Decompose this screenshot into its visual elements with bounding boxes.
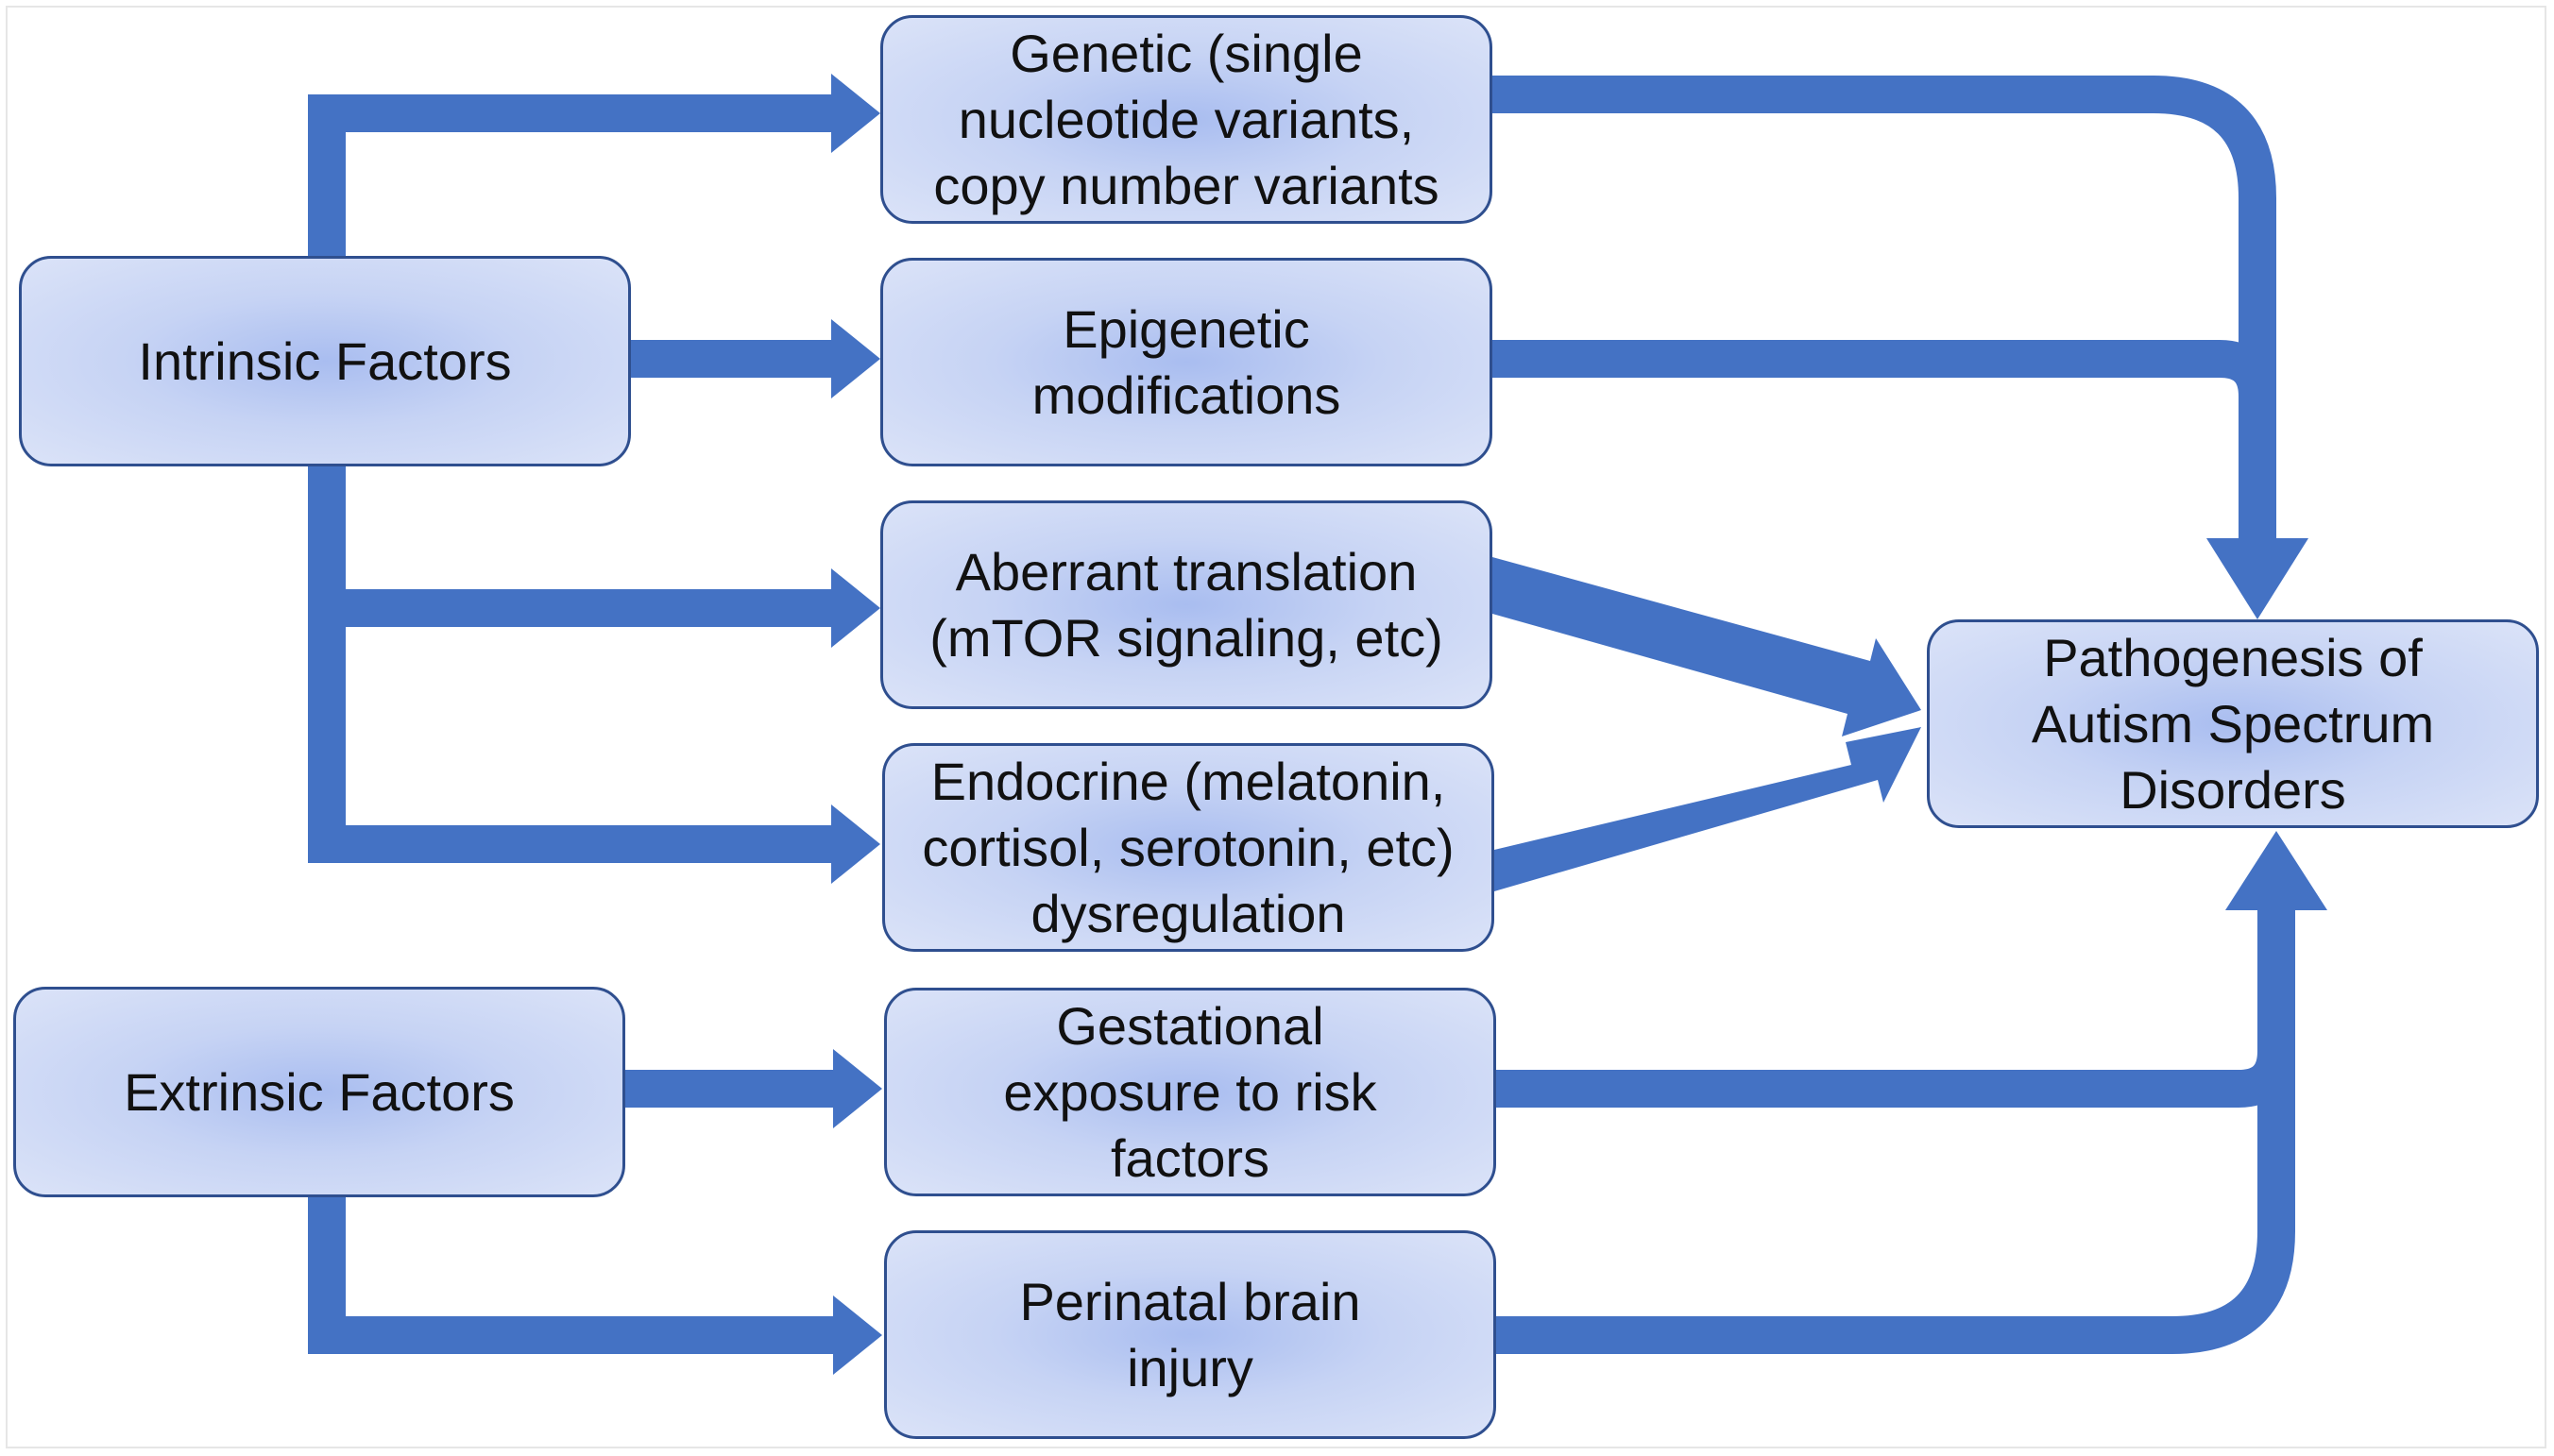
arrow-genetic-to-pathogenesis (1492, 76, 2276, 538)
node-aberrant-label: Aberrant translation (mTOR signaling, et… (929, 541, 1443, 668)
arrow-gestational-to-pathogenesis (1496, 1049, 2295, 1108)
arrowhead-up-pathogenesis (2225, 831, 2327, 910)
arrow-perinatal-to-pathogenesis (1496, 906, 2295, 1354)
node-pathogenesis-label: Pathogenesis of Autism Spectrum Disorder… (2031, 627, 2435, 820)
node-endocrine-label: Endocrine (melatonin, cortisol, serotoni… (922, 751, 1455, 943)
node-gestational-label: Gestational exposure to risk factors (1003, 995, 1377, 1188)
node-epigenetic-label: Epigenetic modifications (1031, 298, 1341, 425)
node-perinatal: Perinatal brain injury (884, 1230, 1496, 1439)
diagram-frame (6, 6, 2546, 1448)
node-genetic: Genetic (single nucleotide variants, cop… (880, 15, 1492, 224)
arrow-intrinsic-to-epigenetic (631, 319, 880, 398)
node-endocrine: Endocrine (melatonin, cortisol, serotoni… (882, 743, 1494, 952)
node-aberrant-translation: Aberrant translation (mTOR signaling, et… (880, 500, 1492, 709)
arrowhead-down-pathogenesis (2206, 538, 2308, 619)
node-pathogenesis: Pathogenesis of Autism Spectrum Disorder… (1927, 619, 2539, 828)
arrow-intrinsic-to-aberrant (308, 466, 880, 825)
arrow-intrinsic-to-genetic (308, 74, 880, 256)
node-intrinsic-label: Intrinsic Factors (138, 330, 512, 391)
arrow-extrinsic-to-perinatal (308, 1197, 882, 1375)
node-epigenetic: Epigenetic modifications (880, 258, 1492, 466)
arrow-endocrine-to-pathogenesis (1494, 727, 1921, 891)
node-intrinsic-factors: Intrinsic Factors (19, 256, 631, 466)
node-gestational: Gestational exposure to risk factors (884, 988, 1496, 1196)
arrow-aberrant-to-pathogenesis (1492, 557, 1921, 736)
arrow-intrinsic-to-endocrine (308, 804, 880, 884)
node-genetic-label: Genetic (single nucleotide variants, cop… (933, 23, 1439, 215)
arrow-extrinsic-to-gestational (625, 1049, 882, 1128)
node-extrinsic-factors: Extrinsic Factors (13, 987, 625, 1197)
node-perinatal-label: Perinatal brain injury (1019, 1271, 1361, 1397)
arrow-epigenetic-to-pathogenesis (1492, 340, 2276, 398)
node-extrinsic-label: Extrinsic Factors (124, 1061, 515, 1122)
